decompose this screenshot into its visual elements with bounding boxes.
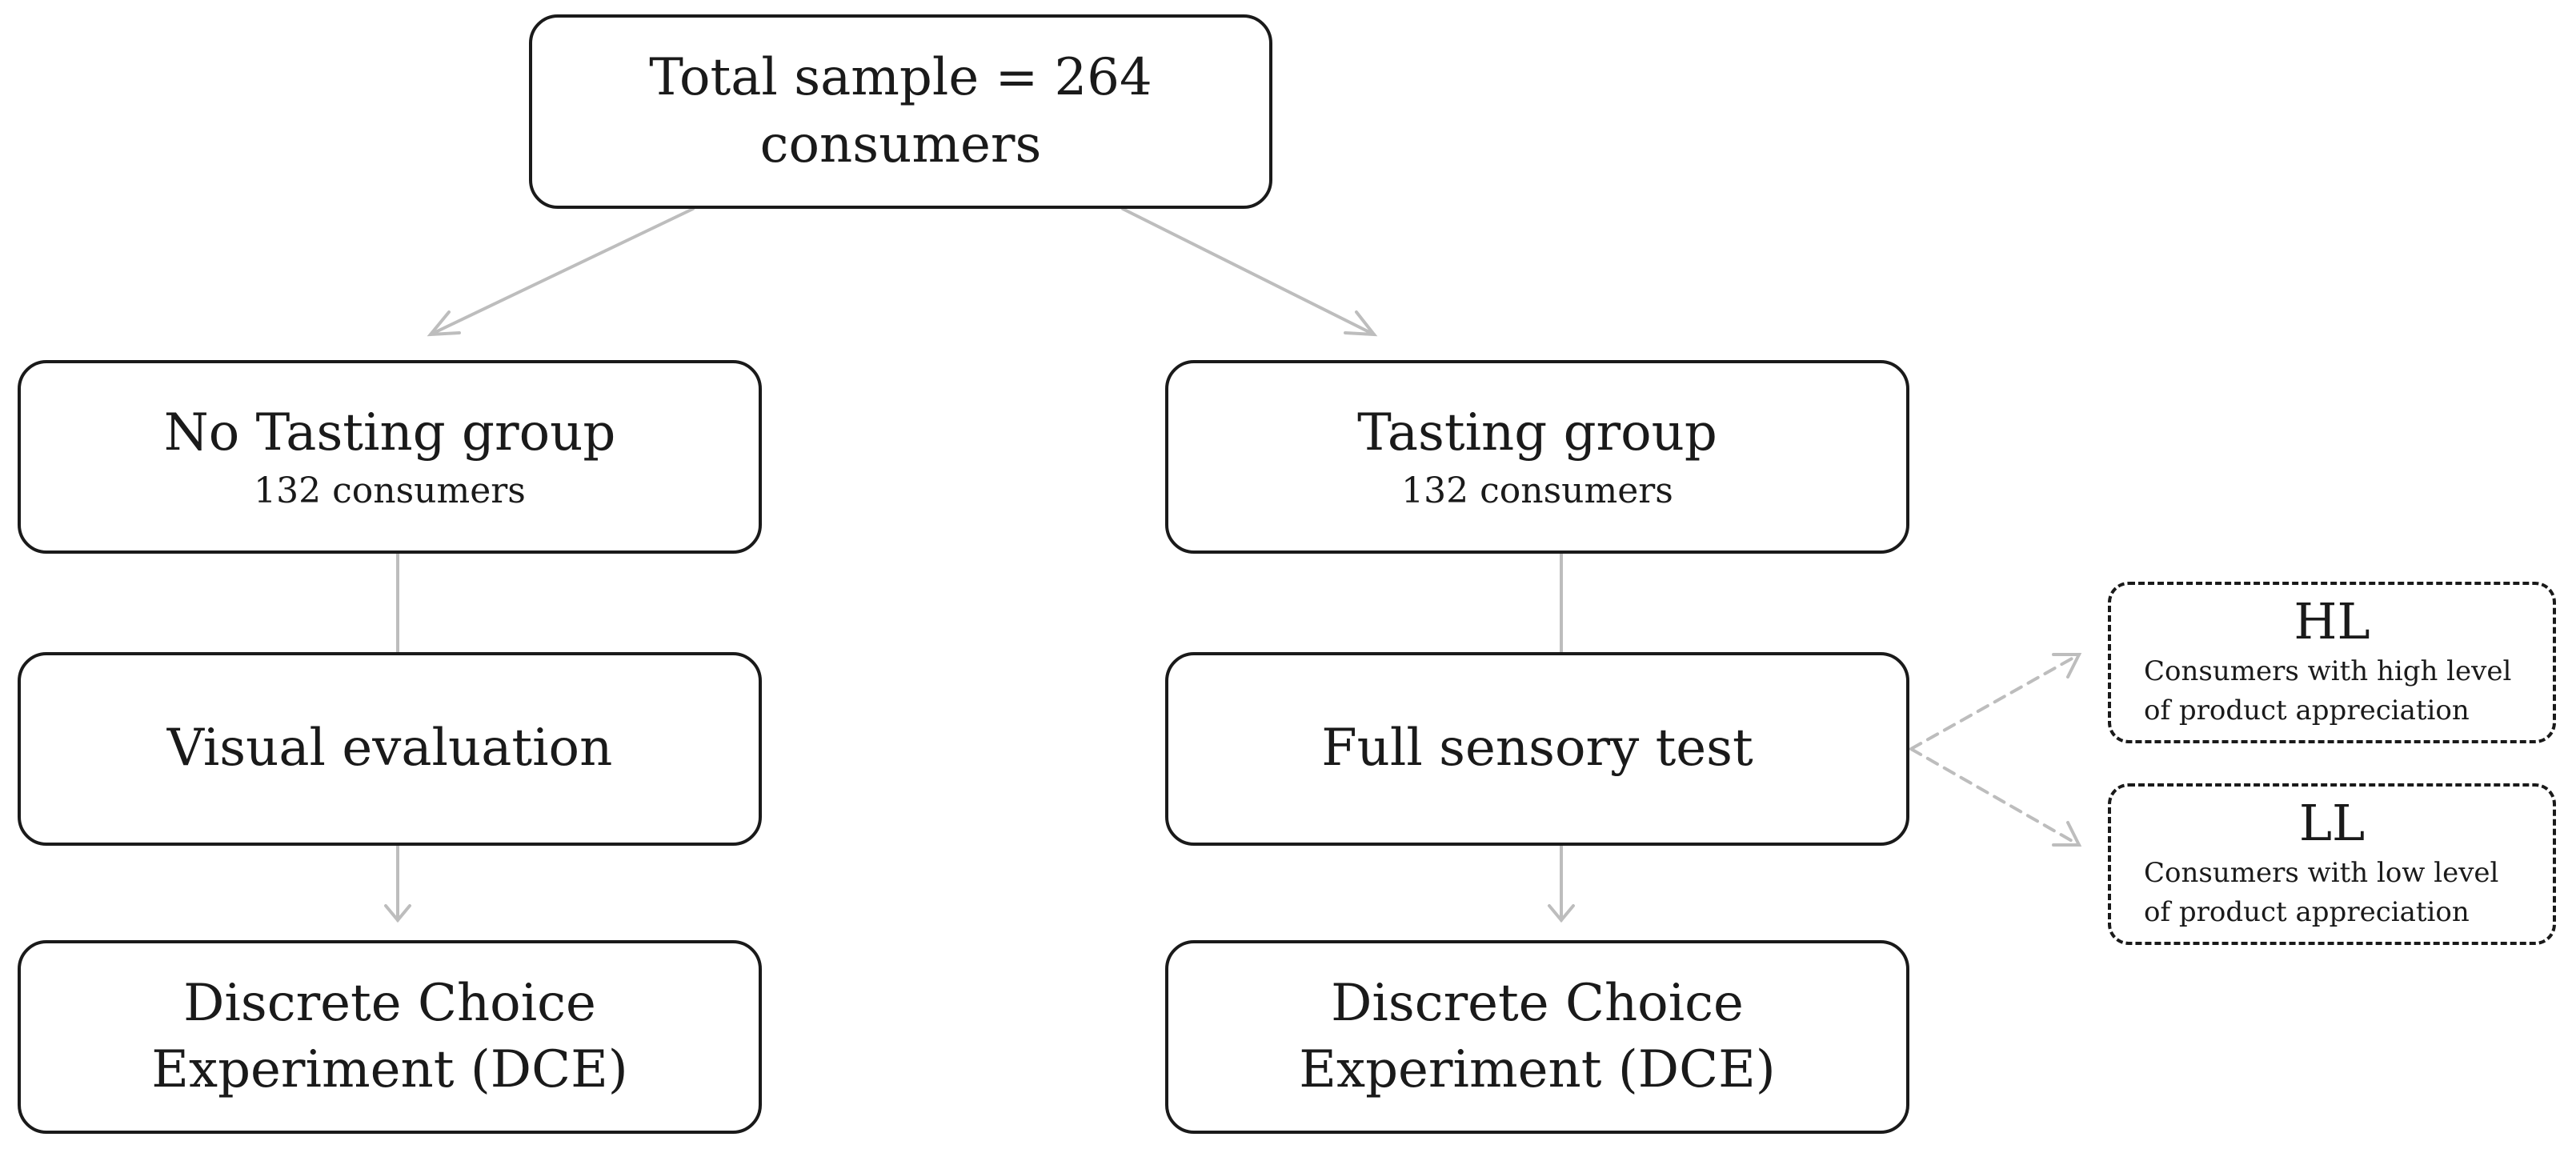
full-sensory-test-label: Full sensory test	[1321, 719, 1753, 779]
arrow-visual-to-dce-left	[384, 844, 411, 923]
total-sample-line1: Total sample = 264	[649, 48, 1152, 108]
tasting-title: Tasting group	[1357, 402, 1717, 462]
hl-description: Consumers with high level of product app…	[2144, 655, 2512, 727]
arrow-total-to-notasting	[427, 207, 695, 337]
no-tasting-count: 132 consumers	[254, 470, 526, 511]
hl-tag: HL	[2294, 591, 2370, 651]
arrow-fullsensory-to-ll	[1909, 747, 2082, 847]
visual-evaluation-box: Visual evaluation	[18, 652, 762, 846]
dce-right-line1: Discrete Choice	[1331, 973, 1744, 1033]
ll-description: Consumers with low level of product appr…	[2144, 856, 2499, 929]
dce-right-line2: Experiment (DCE)	[1299, 1040, 1776, 1099]
dce-left-box: Discrete Choice Experiment (DCE)	[18, 940, 762, 1134]
no-tasting-group-box: No Tasting group 132 consumers	[18, 360, 762, 554]
no-tasting-title: No Tasting group	[163, 402, 616, 462]
visual-evaluation-label: Visual evaluation	[166, 719, 613, 779]
arrow-fullsensory-to-hl	[1909, 653, 2082, 751]
arrow-total-to-tasting	[1121, 207, 1378, 337]
total-sample-line2: consumers	[759, 114, 1042, 174]
dce-left-line1: Discrete Choice	[183, 973, 596, 1033]
tasting-count: 132 consumers	[1401, 470, 1673, 511]
total-sample-box: Total sample = 264 consumers	[529, 14, 1272, 209]
ll-tag: LL	[2298, 793, 2366, 852]
hl-segment-box: HL Consumers with high level of product …	[2108, 582, 2556, 743]
arrow-fullsensory-to-dce-right	[1548, 844, 1575, 923]
dce-left-line2: Experiment (DCE)	[151, 1040, 628, 1099]
dce-right-box: Discrete Choice Experiment (DCE)	[1165, 940, 1909, 1134]
tasting-group-box: Tasting group 132 consumers	[1165, 360, 1909, 554]
full-sensory-test-box: Full sensory test	[1165, 652, 1909, 846]
ll-segment-box: LL Consumers with low level of product a…	[2108, 783, 2556, 945]
